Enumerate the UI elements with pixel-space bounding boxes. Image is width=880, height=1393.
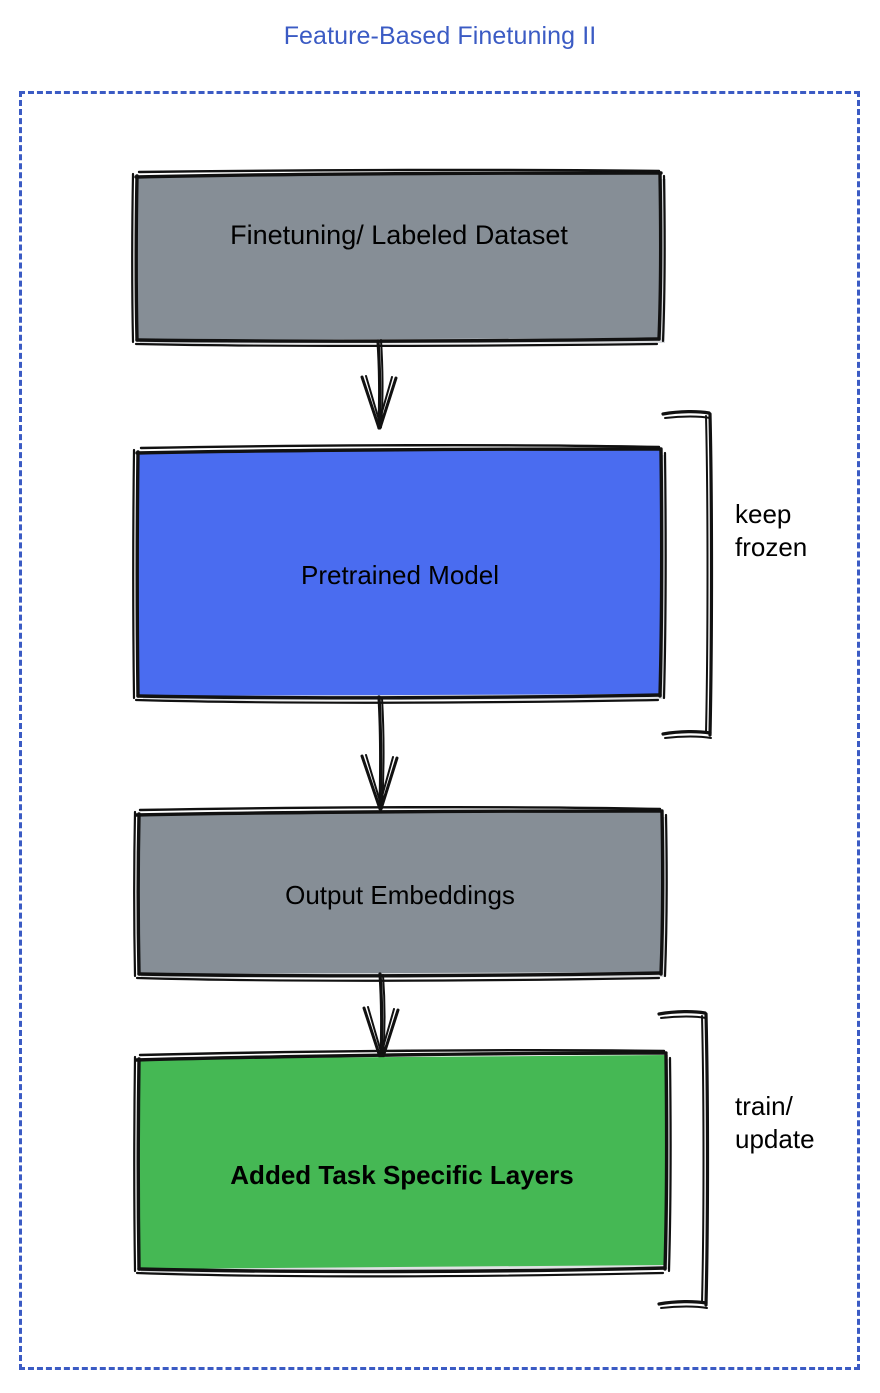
node-label-added-task-specific-layers: Added Task Specific Layers xyxy=(230,1160,574,1190)
node-label-finetuning-dataset: Finetuning/ Labeled Dataset xyxy=(230,220,568,250)
diagram-outer-frame xyxy=(19,91,860,1370)
node-label-pretrained-model: Pretrained Model xyxy=(301,560,499,590)
bracket-label-train-update: train/ update xyxy=(735,1091,815,1155)
bracket-label-keep-frozen: keep frozen xyxy=(735,499,808,563)
node-label-output-embeddings: Output Embeddings xyxy=(285,880,515,910)
page-title: Feature-Based Finetuning II xyxy=(283,22,597,50)
